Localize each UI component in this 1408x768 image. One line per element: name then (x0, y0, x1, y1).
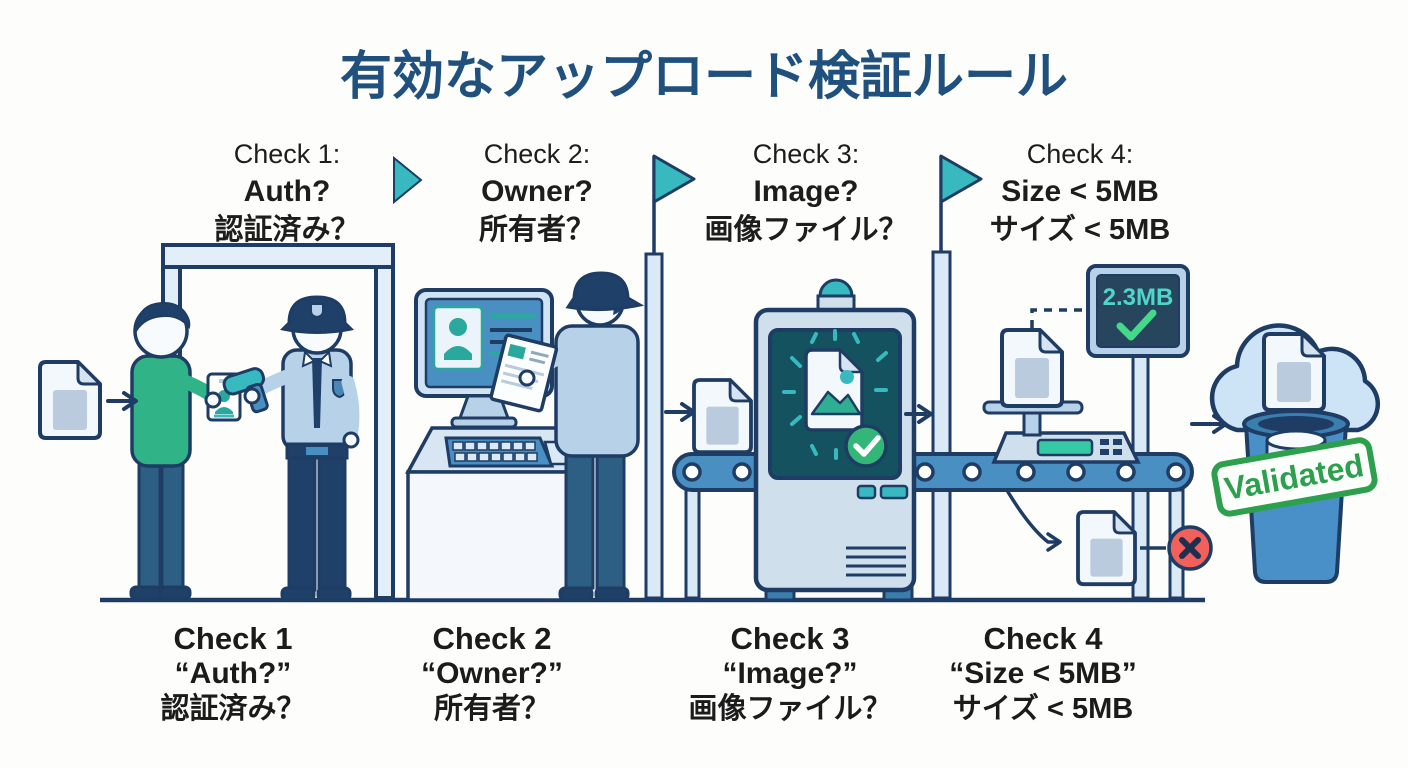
image-file-icon (804, 346, 866, 432)
kiosk-desk (405, 426, 574, 602)
check-1-header-line2: Auth? (243, 175, 331, 208)
check-2-caption-line2: “Owner?” (421, 657, 563, 690)
check-2-header-line3: 所有者？ (478, 214, 596, 246)
guard-2 (523, 271, 645, 602)
check-1-caption-line1: Check 1 (173, 621, 293, 656)
check-2-header-line1: Check 2: (483, 139, 591, 169)
check-4-caption-line1: Check 4 (983, 621, 1103, 656)
guard-hand (243, 387, 261, 405)
check-1-header-line3: 認証済み？ (214, 214, 360, 246)
flag-icon-2 (931, 154, 983, 600)
arrow-icon-3 (904, 404, 933, 424)
check-2-caption-line1: Check 2 (432, 621, 552, 656)
uploader-person (129, 301, 221, 601)
arrow-icon-1 (106, 391, 138, 411)
check-3-caption-line1: Check 3 (730, 621, 850, 656)
scale-lcd (1036, 438, 1094, 457)
guard-2-hand (518, 369, 536, 387)
check-2-caption-line3: 所有者？ (433, 693, 550, 725)
check-1-caption: Check 1 “Auth?” 認証済み？ (160, 621, 305, 727)
beacon-light-icon (818, 278, 854, 298)
flag-icon-1 (644, 154, 696, 600)
reject-x-icon (1167, 525, 1213, 571)
reject-arrow (1006, 490, 1062, 552)
uploader-hand (204, 391, 222, 409)
next-arrow-icon (393, 155, 423, 205)
size-ok-check-icon (1116, 309, 1157, 341)
check-4-header-line3: サイズ < 5MB (989, 214, 1171, 246)
arrow-icon-2 (664, 402, 696, 422)
check-1-caption-line2: “Auth?” (174, 657, 292, 690)
size-scale (982, 400, 1141, 464)
check-3-header: Check 3: Image? 画像ファイル？ (704, 136, 907, 250)
check-3-caption-line3: 画像ファイル？ (688, 693, 892, 725)
check-4-header-line2: Size < 5MB (1001, 175, 1159, 208)
check-2-header-line2: Owner? (481, 175, 593, 208)
check-3-caption-line2: “Image?” (722, 657, 858, 690)
file-on-scale-icon (1000, 328, 1064, 408)
check-4-caption: Check 4 “Size < 5MB” サイズ < 5MB (949, 621, 1137, 727)
check-2-caption: Check 2 “Owner?” 所有者？ (421, 621, 563, 727)
validated-file-icon (1262, 332, 1326, 412)
scanner-machine (753, 278, 917, 602)
check-3-header-line2: Image? (753, 175, 859, 208)
guard-1 (247, 295, 360, 602)
check-3-caption: Check 3 “Image?” 画像ファイル？ (688, 621, 891, 727)
check-1-header-line1: Check 1: (233, 139, 341, 169)
profile-avatar-icon (449, 318, 467, 336)
check-3-header-line3: 画像ファイル？ (704, 214, 908, 246)
size-display: 2.3MB (1086, 264, 1190, 358)
check-3-header-line1: Check 3: (752, 139, 860, 169)
size-reading: 2.3MB (1103, 284, 1174, 311)
check-4-header-line1: Check 4: (1026, 139, 1134, 169)
check-4-caption-line3: サイズ < 5MB (952, 693, 1134, 725)
dashed-connector (1030, 308, 1088, 328)
validated-stamp: Validated (1211, 437, 1378, 517)
check-2-header: Check 2: Owner? 所有者？ (479, 136, 595, 250)
check-4-caption-line2: “Size < 5MB” (949, 657, 1137, 690)
rejected-file-icon (1076, 510, 1137, 587)
file-on-belt-icon (692, 378, 753, 455)
page-title: 有効なアップロード検証ルール (339, 48, 1068, 106)
file-icon (38, 360, 102, 440)
check-icon (844, 424, 888, 468)
check-4-header: Check 4: Size < 5MB サイズ < 5MB (990, 136, 1170, 250)
check-1-caption-line3: 認証済み？ (160, 693, 306, 725)
kiosk-monitor (414, 288, 554, 429)
check-1-header: Check 1: Auth? 認証済み？ (214, 136, 359, 250)
